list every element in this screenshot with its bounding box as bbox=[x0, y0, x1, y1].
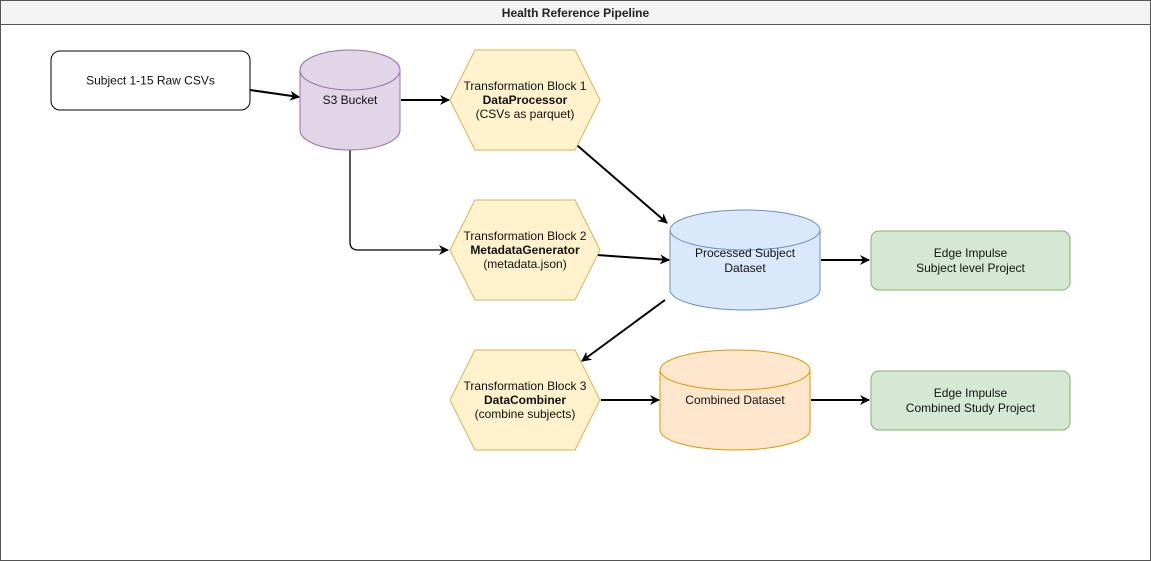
combined-project-label-line2: Combined Study Project bbox=[906, 401, 1036, 415]
node-combined-dataset[interactable]: Combined Dataset bbox=[659, 349, 811, 451]
node-transformation-block-1[interactable]: Transformation Block 1 DataProcessor (CS… bbox=[449, 49, 601, 151]
node-processed-subject-dataset[interactable]: Processed Subject Dataset bbox=[669, 209, 821, 311]
block2-desc: (metadata.json) bbox=[483, 257, 566, 271]
block2-name: MetadataGenerator bbox=[470, 243, 580, 257]
block1-desc: (CSVs as parquet) bbox=[476, 107, 575, 121]
node-raw-csvs[interactable]: Subject 1-15 Raw CSVs bbox=[50, 50, 251, 111]
node-transformation-block-2[interactable]: Transformation Block 2 MetadataGenerator… bbox=[449, 199, 601, 301]
node-s3-bucket-label: S3 Bucket bbox=[323, 93, 378, 107]
node-raw-csvs-label: Subject 1-15 Raw CSVs bbox=[86, 74, 215, 88]
edge-raw-to-s3[interactable] bbox=[249, 89, 300, 101]
block2-title: Transformation Block 2 bbox=[464, 229, 587, 243]
processed-dataset-label-line2: Dataset bbox=[724, 261, 766, 275]
block1-name: DataProcessor bbox=[483, 93, 568, 107]
edge-block2-to-processed[interactable] bbox=[596, 254, 670, 265]
node-s3-bucket[interactable]: S3 Bucket bbox=[299, 49, 401, 151]
subject-project-label-line2: Subject level Project bbox=[916, 261, 1025, 275]
block3-title: Transformation Block 3 bbox=[464, 379, 587, 393]
block3-name: DataCombiner bbox=[484, 393, 566, 407]
node-combined-study-project[interactable]: Edge Impulse Combined Study Project bbox=[870, 370, 1071, 431]
edge-processed-to-block3[interactable] bbox=[581, 299, 666, 362]
diagram-title: Health Reference Pipeline bbox=[1, 1, 1150, 25]
edge-s3-to-block2[interactable] bbox=[349, 150, 449, 255]
block3-desc: (combine subjects) bbox=[475, 407, 576, 421]
combined-dataset-label: Combined Dataset bbox=[685, 393, 785, 407]
subject-project-label-line1: Edge Impulse bbox=[934, 246, 1008, 260]
edges bbox=[249, 89, 870, 405]
processed-dataset-label-line1: Processed Subject bbox=[695, 246, 796, 260]
block1-title: Transformation Block 1 bbox=[464, 79, 587, 93]
edge-block1-to-processed[interactable] bbox=[570, 139, 668, 224]
node-subject-level-project[interactable]: Edge Impulse Subject level Project bbox=[870, 230, 1071, 291]
combined-project-label-line1: Edge Impulse bbox=[934, 386, 1008, 400]
node-transformation-block-3[interactable]: Transformation Block 3 DataCombiner (com… bbox=[449, 349, 601, 451]
